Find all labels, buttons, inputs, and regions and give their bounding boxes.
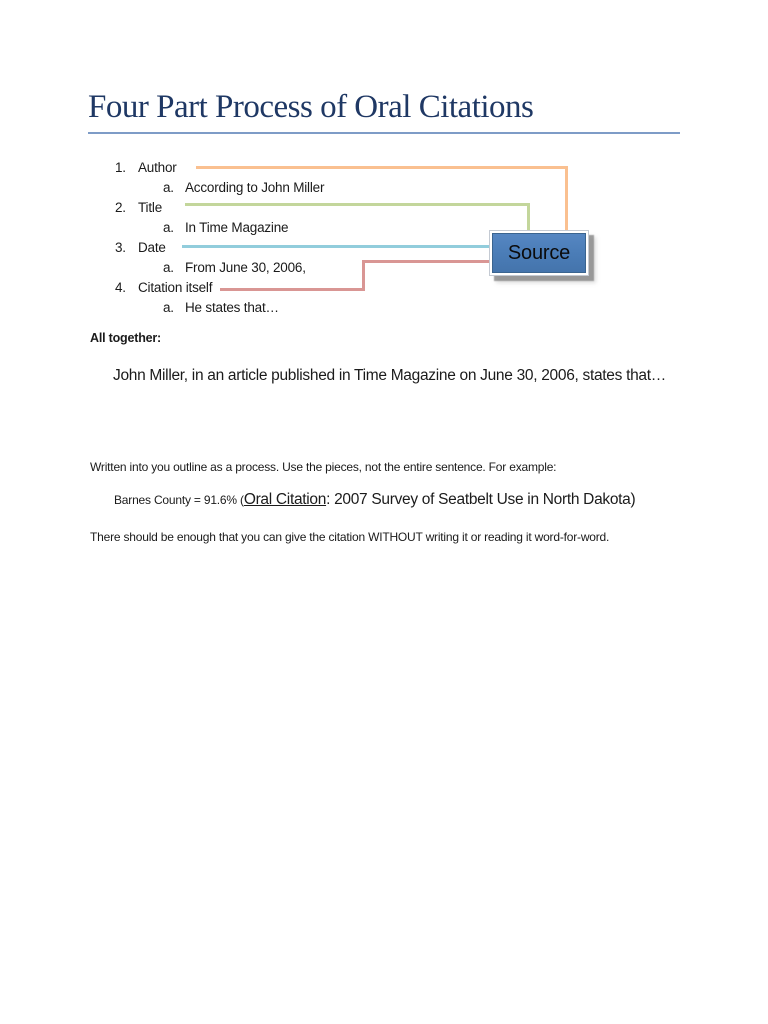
example-suffix: : 2007 Survey of Seatbelt Use in North D… <box>326 491 636 508</box>
list-subitem-label: He states that… <box>185 299 279 315</box>
title-connector-line-vertical <box>527 203 530 232</box>
example-underlined-term: Oral Citation <box>243 491 327 508</box>
list-item-title: 2. Title <box>115 197 324 217</box>
list-item-label: Title <box>138 199 163 215</box>
list-item-citation: 4. Citation itself <box>115 277 324 297</box>
date-connector-line <box>182 245 490 248</box>
list-subitem-label: In Time Magazine <box>185 219 289 235</box>
all-together-heading: All together: <box>90 331 162 345</box>
author-connector-line-vertical <box>565 166 568 232</box>
list-subitem-author-example: a. According to John Miller <box>115 177 324 197</box>
outline-process-note: Written into you outline as a process. U… <box>90 460 557 474</box>
list-item-date: 3. Date <box>115 237 324 257</box>
list-item-number: 1. <box>115 159 126 175</box>
citation-connector-line-vertical <box>362 260 365 291</box>
author-connector-line <box>196 166 568 169</box>
citation-connector-line <box>220 288 365 291</box>
oral-citation-example: Barnes County = 91.6% (Oral Citation: 20… <box>114 491 636 509</box>
four-part-outline-list: 1. Author a. According to John Miller 2.… <box>115 157 324 317</box>
source-box: Source <box>489 230 589 276</box>
closing-note: There should be enough that you can give… <box>90 530 610 544</box>
list-subitem-marker: a. <box>163 259 174 275</box>
list-item-label: Citation itself <box>138 279 213 295</box>
source-box-label: Source <box>507 241 571 264</box>
list-subitem-marker: a. <box>163 299 174 315</box>
combined-citation-sentence: John Miller, in an article published in … <box>113 367 666 384</box>
citation-connector-line-upper <box>362 260 490 263</box>
list-item-author: 1. Author <box>115 157 324 177</box>
list-subitem-date-example: a. From June 30, 2006, <box>115 257 324 277</box>
page-title: Four Part Process of Oral Citations <box>88 89 534 125</box>
example-prefix: Barnes County = 91.6% ( <box>114 493 244 507</box>
list-subitem-label: According to John Miller <box>185 179 325 195</box>
source-box-fill: Source <box>492 233 586 273</box>
list-item-number: 3. <box>115 239 126 255</box>
list-item-label: Date <box>138 239 166 255</box>
list-subitem-marker: a. <box>163 179 174 195</box>
list-item-label: Author <box>138 159 177 175</box>
list-subitem-title-example: a. In Time Magazine <box>115 217 324 237</box>
list-subitem-label: From June 30, 2006, <box>185 259 306 275</box>
list-item-number: 4. <box>115 279 126 295</box>
title-connector-line <box>185 203 530 206</box>
list-subitem-marker: a. <box>163 219 174 235</box>
list-subitem-citation-example: a. He states that… <box>115 297 324 317</box>
list-item-number: 2. <box>115 199 126 215</box>
title-underline-rule <box>88 132 680 134</box>
